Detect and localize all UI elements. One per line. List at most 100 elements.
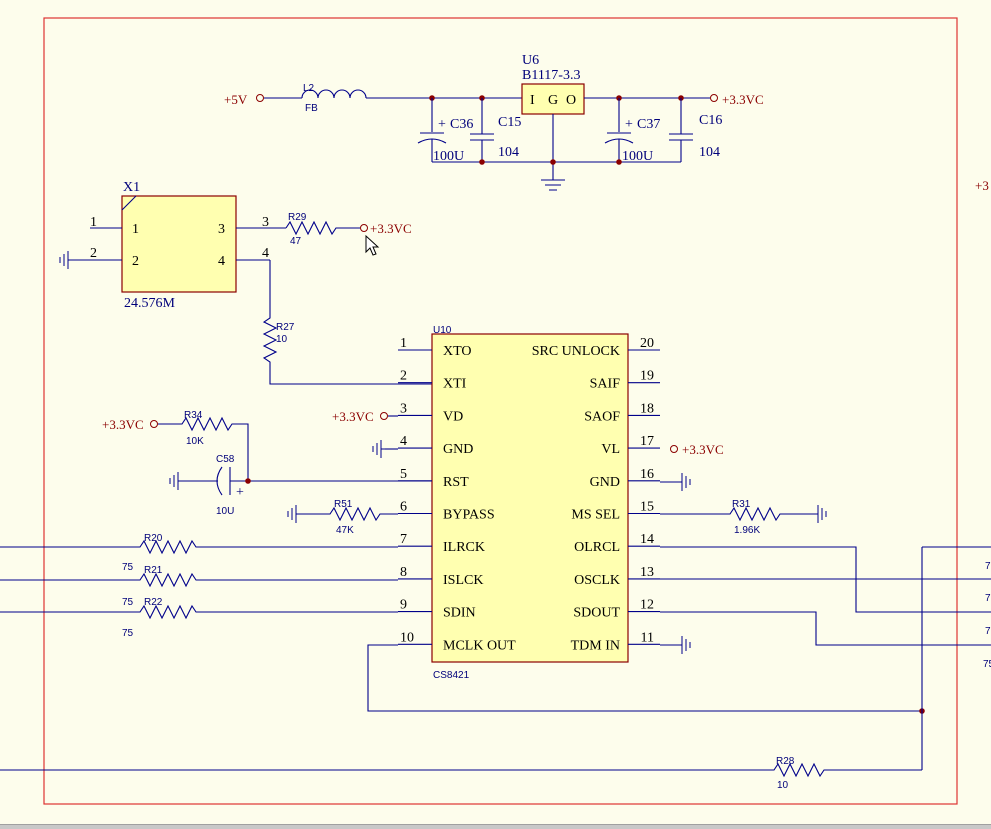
chip-pin-number: 14 xyxy=(640,532,654,547)
resistor-r22 xyxy=(0,604,398,620)
junction xyxy=(550,159,556,165)
regulator-ref: U6 xyxy=(522,53,539,68)
cap-c15-ref: C15 xyxy=(498,115,521,130)
chip-pin-name: OLRCL xyxy=(574,540,620,555)
window-bottom-edge xyxy=(0,824,991,829)
resistor-r22-ref: R22 xyxy=(144,597,163,608)
crystal-ext-pin-3: 3 xyxy=(262,215,269,230)
power-label-r29: +3.3VC xyxy=(370,221,412,236)
chip-pin-number: 19 xyxy=(640,369,654,384)
resistor-r51 xyxy=(300,506,398,522)
ground-icon xyxy=(677,472,691,492)
chip-ref: U10 xyxy=(433,325,452,336)
chip-pin-name: SDOUT xyxy=(573,606,620,621)
resistor-r29-value: 47 xyxy=(290,236,302,247)
cap-c16-ref: C16 xyxy=(699,113,722,128)
chip-pin-number: 18 xyxy=(640,401,654,416)
cursor-arrow-icon xyxy=(365,234,380,256)
resistor-r34 xyxy=(158,416,249,481)
resistor-r34-value: 10K xyxy=(186,436,204,447)
power-port xyxy=(360,224,368,232)
chip-pin-number: 8 xyxy=(400,565,407,580)
chip-pin-number: 17 xyxy=(640,434,654,449)
resistor-r31-value: 1.96K xyxy=(734,525,760,536)
ground-icon xyxy=(169,471,183,491)
right-edge-label: 75 xyxy=(983,659,991,670)
resistor-r28 xyxy=(0,762,922,778)
chip-pin-name: SAIF xyxy=(590,377,621,392)
power-port xyxy=(380,412,388,420)
resistor-r51-ref: R51 xyxy=(334,499,353,510)
power-port-33v xyxy=(710,94,718,102)
junction xyxy=(616,159,622,165)
chip-u10: U10 CS8421 1XTO2XTI3VD4GND5RST6BYPASS7IL… xyxy=(398,325,660,681)
offscreen-power-label: +3 xyxy=(975,178,989,193)
chip-pin-name: OSCLK xyxy=(574,573,620,588)
chip-pin-number: 15 xyxy=(640,500,654,515)
chip-pin-number: 12 xyxy=(640,598,654,613)
crystal-value: 24.576M xyxy=(124,296,176,311)
chip-pin-name: RST xyxy=(443,475,469,490)
resistor-r21-ref: R21 xyxy=(144,565,163,576)
chip-pin-name: SAOF xyxy=(584,409,620,424)
chip-pin-number: 6 xyxy=(400,500,407,515)
resistor-r20 xyxy=(0,539,398,555)
ground-icon xyxy=(813,504,827,524)
regulator-pin-i: I xyxy=(530,93,535,108)
crystal-section: X1 1 2 3 4 24.576M 1 2 3 R29 47 +3.3VC 4… xyxy=(59,180,432,385)
chip-pin-name: VD xyxy=(443,409,463,424)
cap-c37-value: 100U xyxy=(622,149,653,164)
chip-pin-number: 20 xyxy=(640,336,654,351)
resistor-r31-ref: R31 xyxy=(732,499,751,510)
chip-pin-number: 5 xyxy=(400,467,407,482)
power-label-vd: +3.3VC xyxy=(332,409,374,424)
power-port xyxy=(150,420,158,428)
resistor-r51-value: 47K xyxy=(336,525,354,536)
cap-c58-plus: + xyxy=(236,485,244,500)
mclk-net xyxy=(367,644,922,712)
chip-pin-number: 9 xyxy=(400,598,407,613)
junction xyxy=(245,478,251,484)
resistor-r29 xyxy=(285,220,360,236)
regulator-u6 xyxy=(521,83,585,115)
cap-c16-value: 104 xyxy=(699,145,720,160)
ground-icon xyxy=(287,504,301,524)
chip-pin-number: 1 xyxy=(400,336,407,351)
cap-c58-value: 10U xyxy=(216,506,234,517)
ground-icon xyxy=(541,179,565,191)
resistor-r27 xyxy=(262,260,432,385)
resistor-r27-value: 10 xyxy=(276,334,288,345)
cap-c36-ref: C36 xyxy=(450,117,473,132)
regulator-part: B1117-3.3 xyxy=(522,68,580,83)
resistor-r31 xyxy=(660,506,814,522)
resistor-r22-value: 75 xyxy=(122,628,134,639)
chip-pin-number: 7 xyxy=(400,532,407,547)
chip-pin-name: TDM IN xyxy=(571,638,620,653)
cap-c37-plus: + xyxy=(625,117,633,132)
inductor-value: FB xyxy=(305,103,318,114)
chip-pin-name: ISLCK xyxy=(443,573,483,588)
crystal-pin-3: 3 xyxy=(218,222,225,237)
resistor-r21 xyxy=(0,572,398,588)
crystal-pin-1: 1 xyxy=(132,222,139,237)
chip-pin-number: 13 xyxy=(640,565,654,580)
chip-pin-number: 2 xyxy=(400,369,407,384)
resistor-r28-value: 10 xyxy=(777,780,789,791)
chip-pin-name: GND xyxy=(590,475,620,490)
ground-icon xyxy=(372,439,386,459)
cap-c37-ref: C37 xyxy=(637,117,660,132)
ground-icon xyxy=(677,635,691,655)
chip-body xyxy=(431,333,629,663)
power-port xyxy=(670,445,678,453)
regulator-pin-o: O xyxy=(566,93,576,108)
chip-pin-name: ILRCK xyxy=(443,540,485,555)
inductor-ref: L2 xyxy=(303,83,315,94)
chip-pin-name: VL xyxy=(601,442,620,457)
crystal-ext-pin-1: 1 xyxy=(90,215,97,230)
chip-pin-name: GND xyxy=(443,442,473,457)
cap-c36-plus: + xyxy=(438,117,446,132)
chip-pin-name: SDIN xyxy=(443,606,476,621)
resistor-r27-ref: R27 xyxy=(276,322,295,333)
chip-pin-number: 3 xyxy=(400,401,407,416)
